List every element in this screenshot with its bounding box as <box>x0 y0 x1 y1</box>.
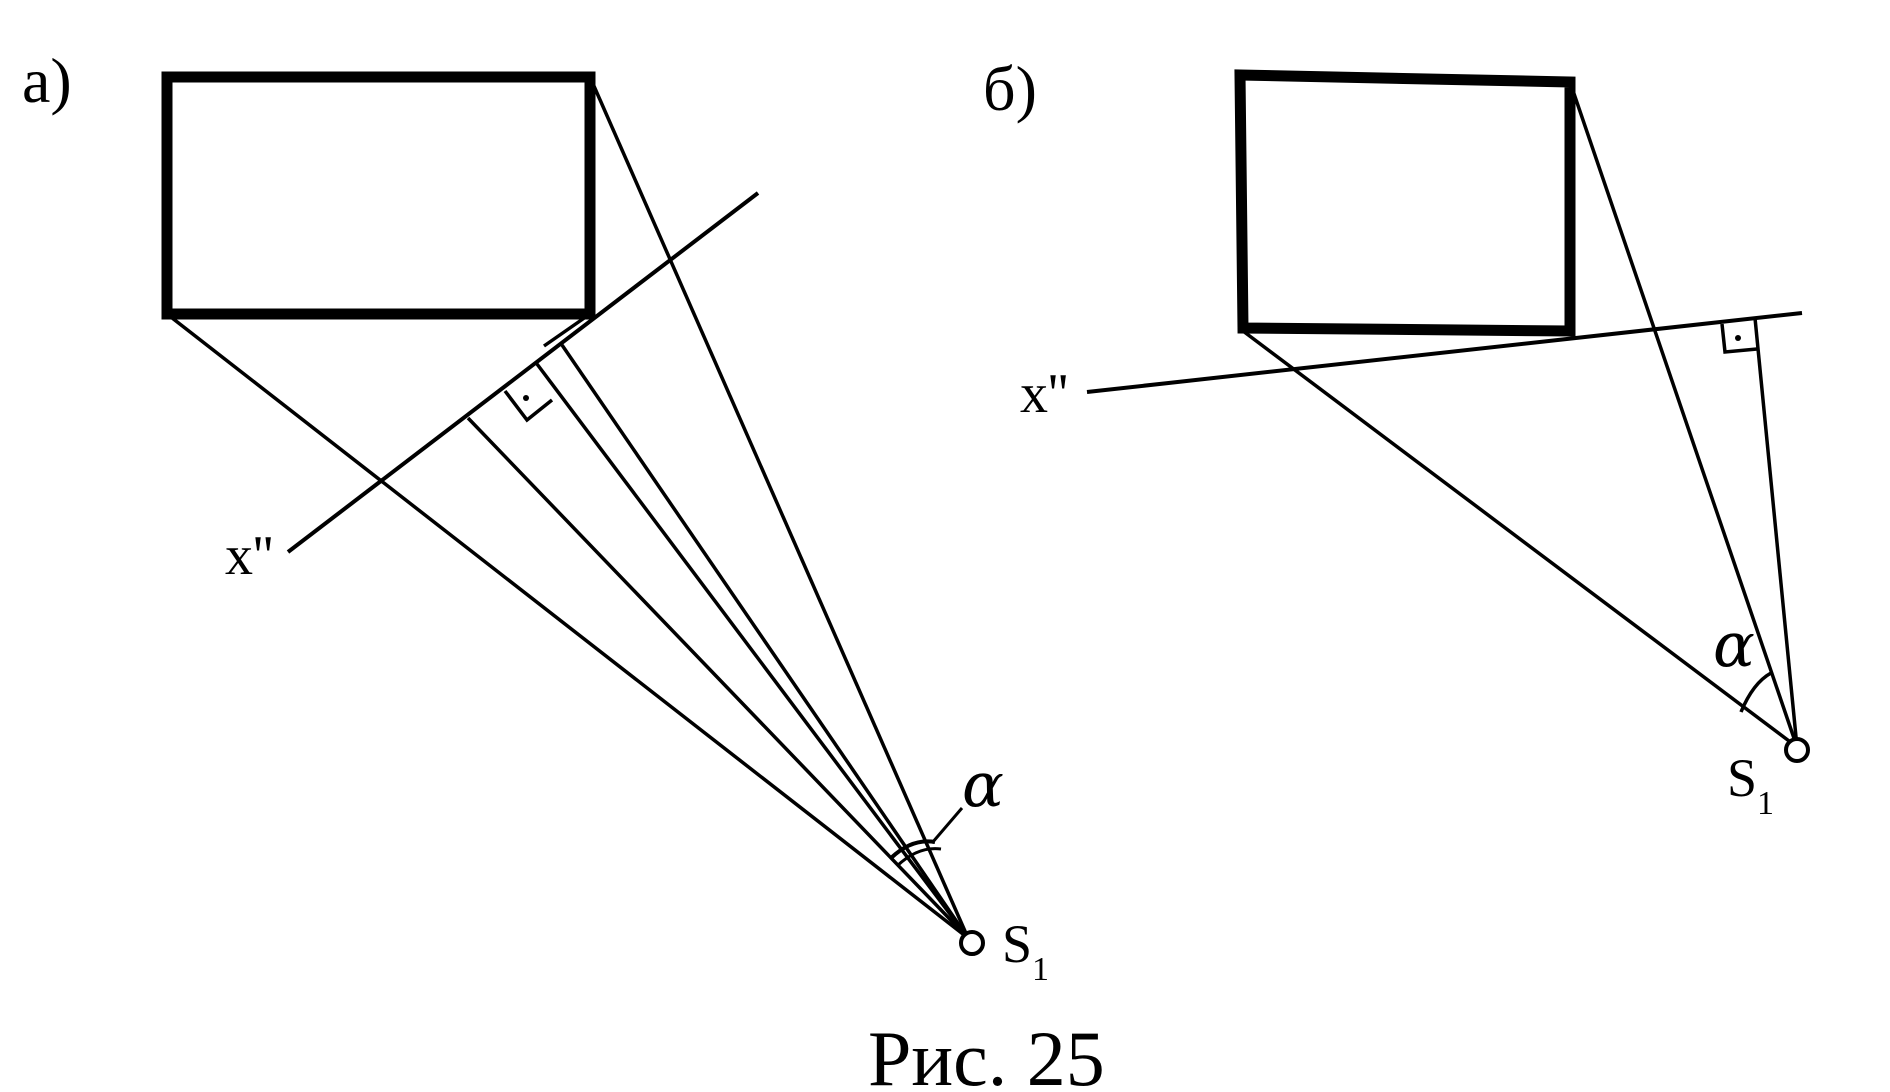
panel-b-projection-rays <box>1241 81 1799 749</box>
figure-caption: Рис. 25 <box>868 1015 1105 1092</box>
panel-b-angle-arc <box>1739 671 1772 713</box>
panel-b-label: б) <box>983 53 1037 124</box>
panel-b-point-subscript: 1 <box>1757 785 1774 822</box>
panel-b-ray-perpendicular <box>1753 317 1799 748</box>
panel-b-ray-left <box>1241 329 1799 749</box>
panel-b-right-angle-mark <box>1720 323 1758 354</box>
panel-b-angle-label: α <box>1713 608 1755 681</box>
panel-b-axis-label: x'' <box>1020 363 1068 425</box>
panel-a-ray-left <box>165 312 970 940</box>
panel-a-point-label: S1 <box>1002 914 1049 988</box>
panel-b-axis-line <box>1086 311 1803 394</box>
panel-a-angle-label: α <box>962 748 1004 821</box>
panel-a-label: а) <box>22 45 72 116</box>
panel-a-axis-line <box>286 191 760 554</box>
panel-a-projection-rays <box>165 76 970 940</box>
panel-a-ray-mid-1 <box>466 416 970 940</box>
panel-a-angle-arc <box>889 807 964 868</box>
panel-b-point-label: S1 <box>1727 748 1774 822</box>
panel-b-viewpoint-marker <box>1784 737 1810 763</box>
panel-a-ray-mid-2 <box>535 362 970 940</box>
panel-b-ray-right <box>1568 81 1799 748</box>
panel-b: б) x'' α S1 <box>983 53 1810 822</box>
panel-a-point-subscript: 1 <box>1032 951 1049 988</box>
panel-b-point-letter: S <box>1727 748 1757 808</box>
panel-a-ray-corner <box>543 312 591 348</box>
panel-a-ray-mid-3 <box>560 344 970 939</box>
panel-a: а) x'' α S1 <box>22 45 1049 988</box>
panel-a-point-letter: S <box>1002 914 1032 974</box>
panel-a-viewpoint-marker <box>959 930 985 956</box>
panel-b-object-rectangle <box>1234 69 1576 337</box>
panel-a-object-rectangle <box>161 71 596 320</box>
panel-a-ray-right <box>588 76 970 939</box>
panel-a-right-angle-mark <box>503 389 554 423</box>
panel-a-axis-label: x'' <box>225 525 273 587</box>
